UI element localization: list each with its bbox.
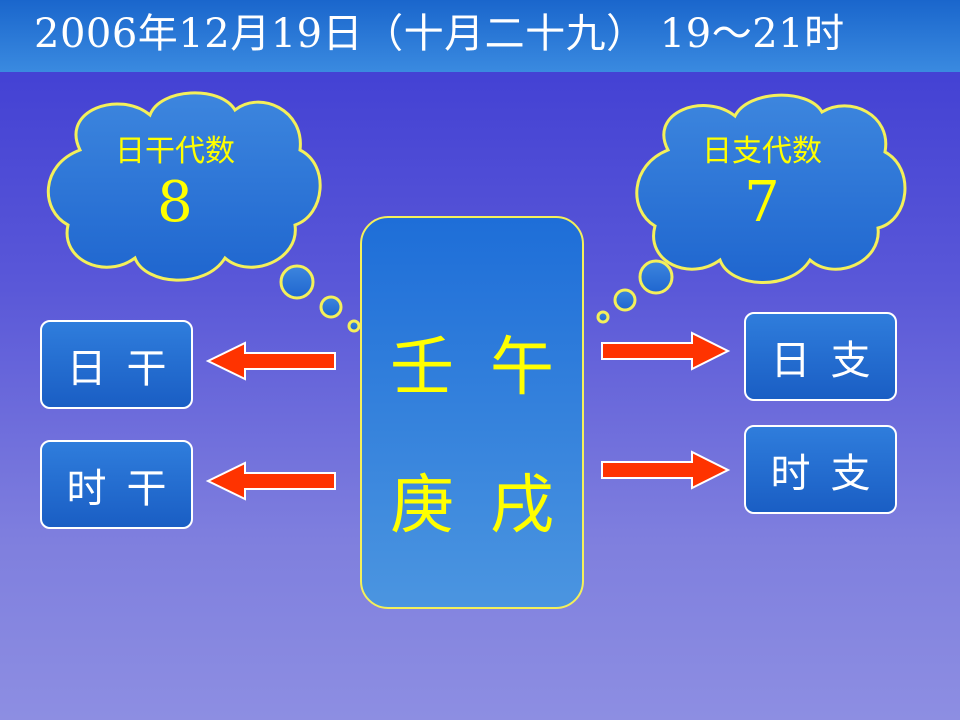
hour-stem-char: 庚 xyxy=(390,469,454,543)
thought-bubble xyxy=(347,319,361,333)
day-branch-char: 午 xyxy=(490,331,554,405)
thought-bubble xyxy=(596,310,610,324)
title-bar: 2006年12月19日（十月二十九） 19～21时 xyxy=(0,0,960,72)
box-char: 日 xyxy=(770,337,811,384)
cloud-left-value: 8 xyxy=(157,170,193,235)
cloud-right-shape xyxy=(596,93,907,324)
arrow-left-icon xyxy=(205,341,336,381)
box-char: 干 xyxy=(126,345,167,392)
cloud-left-shape xyxy=(46,91,361,333)
cloud-left: 日干代数 8 xyxy=(85,132,265,234)
arrow-right-icon xyxy=(601,331,731,371)
box-char: 干 xyxy=(126,465,167,512)
thought-bubble xyxy=(319,295,343,319)
thought-bubble xyxy=(613,288,637,312)
box-char: 时 xyxy=(770,450,811,497)
day-branch-box: 日支 xyxy=(744,312,897,401)
arrow-left-icon xyxy=(205,461,336,501)
day-stem-char: 壬 xyxy=(390,331,454,405)
box-char: 支 xyxy=(830,337,871,384)
thought-bubble xyxy=(279,264,315,300)
hour-branch-box: 时支 xyxy=(744,425,897,514)
day-stem-box: 日干 xyxy=(40,320,193,409)
thought-bubble xyxy=(638,259,674,295)
cloud-right: 日支代数 7 xyxy=(672,132,852,234)
box-char: 支 xyxy=(830,450,871,497)
center-row-hour: 庚戌 xyxy=(362,466,582,546)
ganzhi-center-box: 壬午 庚戌 xyxy=(360,216,584,609)
page-title: 2006年12月19日（十月二十九） 19～21时 xyxy=(34,11,845,57)
cloud-right-label: 日支代数 xyxy=(702,134,822,169)
hour-stem-box: 时干 xyxy=(40,440,193,529)
arrow-right-icon xyxy=(601,450,731,490)
center-row-day: 壬午 xyxy=(362,328,582,408)
hour-branch-char: 戌 xyxy=(490,469,554,543)
cloud-right-value: 7 xyxy=(744,170,780,235)
box-char: 时 xyxy=(66,465,107,512)
cloud-left-label: 日干代数 xyxy=(115,134,235,169)
box-char: 日 xyxy=(66,345,107,392)
